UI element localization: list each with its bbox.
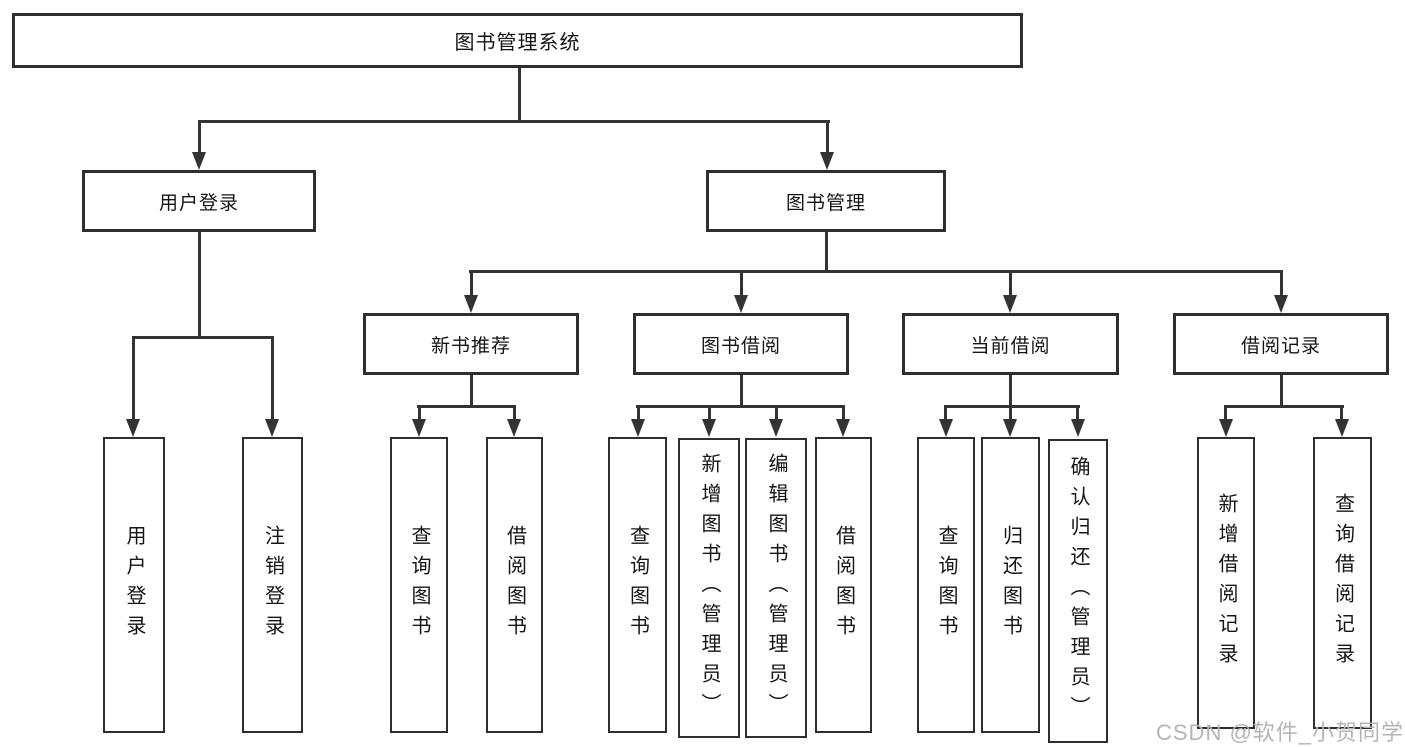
arrowhead <box>1071 419 1085 437</box>
node-current-borrow: 当前借阅 <box>902 313 1119 375</box>
leaf-borrow-borrow-books: 借阅图书 <box>815 437 872 733</box>
arrowhead <box>265 419 279 437</box>
node-user-login: 用户登录 <box>82 170 316 232</box>
connector-line <box>1280 270 1283 297</box>
connector-line <box>513 405 516 421</box>
connector-root-stub <box>518 68 521 122</box>
arrowhead <box>939 419 953 437</box>
arrowhead <box>412 419 426 437</box>
leaf-borrow-borrow-books-label: 借阅图书 <box>832 525 855 645</box>
node-borrow-records-label: 借阅记录 <box>1240 335 1321 357</box>
connector-records-stub <box>1280 375 1283 407</box>
connector-line <box>198 120 201 154</box>
node-library-system-label: 图书管理系统 <box>454 32 581 54</box>
node-new-book-recommend-label: 新书推荐 <box>430 335 511 357</box>
arrowhead <box>702 419 716 437</box>
connector-newrec-stub <box>470 375 473 407</box>
leaf-borrow-edit-books-admin: 编辑图书（管理员） <box>745 438 807 738</box>
arrowhead <box>820 152 834 170</box>
connector-newrec-split <box>417 405 516 408</box>
leaf-records-query-record: 查询借阅记录 <box>1313 437 1372 729</box>
connector-line <box>1224 405 1227 421</box>
connector-line <box>637 405 640 421</box>
connector-root-split <box>198 120 830 123</box>
connector-line <box>1009 270 1012 297</box>
connector-line <box>842 405 845 421</box>
arrowhead <box>192 152 206 170</box>
node-current-borrow-label: 当前借阅 <box>970 335 1051 357</box>
arrowhead <box>464 295 478 313</box>
leaf-current-return-books: 归还图书 <box>981 437 1040 733</box>
node-borrow-records: 借阅记录 <box>1173 313 1389 375</box>
arrowhead <box>769 419 783 437</box>
arrowhead <box>631 419 645 437</box>
leaf-user-login: 用户登录 <box>103 437 165 733</box>
arrowhead <box>507 419 521 437</box>
leaf-newrec-borrow-books-label: 借阅图书 <box>503 525 526 645</box>
arrowhead <box>1003 419 1017 437</box>
connector-line <box>1340 405 1343 421</box>
leaf-newrec-borrow-books: 借阅图书 <box>486 437 543 733</box>
leaf-borrow-query-books: 查询图书 <box>608 437 667 733</box>
arrowhead <box>126 419 140 437</box>
leaf-borrow-query-books-label: 查询图书 <box>626 525 649 645</box>
leaf-records-add-record-label: 新增借阅记录 <box>1215 493 1237 673</box>
leaf-current-confirm-return-admin: 确认归还（管理员） <box>1048 439 1108 743</box>
leaf-borrow-add-books-admin-label: 新增图书（管理员） <box>698 453 720 723</box>
connector-current-split <box>944 405 1080 408</box>
arrowhead <box>1003 295 1017 313</box>
leaf-current-confirm-return-admin-label: 确认归还（管理员） <box>1067 456 1089 726</box>
connector-line <box>944 405 947 421</box>
leaf-borrow-add-books-admin: 新增图书（管理员） <box>678 438 740 738</box>
leaf-logout: 注销登录 <box>242 437 303 733</box>
connector-line <box>271 336 274 421</box>
connector-line <box>418 405 421 421</box>
connector-userlogin-split <box>132 336 274 339</box>
connector-line <box>1076 405 1079 421</box>
leaf-newrec-query-books-label: 查询图书 <box>408 525 430 645</box>
leaf-logout-label: 注销登录 <box>261 525 284 645</box>
node-book-management: 图书管理 <box>706 170 946 232</box>
connector-line <box>826 120 829 154</box>
leaf-user-login-label: 用户登录 <box>123 525 145 645</box>
leaf-current-return-books-label: 归还图书 <box>999 525 1022 645</box>
connector-line <box>708 405 711 421</box>
node-book-borrow-label: 图书借阅 <box>700 335 781 357</box>
arrowhead <box>1219 419 1233 437</box>
leaf-records-add-record: 新增借阅记录 <box>1197 437 1255 729</box>
connector-line <box>470 270 473 297</box>
leaf-records-query-record-label: 查询借阅记录 <box>1331 493 1354 673</box>
node-book-borrow: 图书借阅 <box>633 313 849 375</box>
node-book-management-label: 图书管理 <box>785 192 866 214</box>
arrowhead <box>1335 419 1349 437</box>
leaf-newrec-query-books: 查询图书 <box>390 437 448 733</box>
connector-line <box>775 405 778 421</box>
connector-userlogin-stub <box>198 232 201 338</box>
connector-line <box>1009 405 1012 421</box>
connector-line <box>740 270 743 297</box>
node-user-login-label: 用户登录 <box>158 192 239 214</box>
node-library-system: 图书管理系统 <box>12 13 1023 68</box>
connector-records-split <box>1224 405 1344 408</box>
connector-borrow-split <box>636 405 845 408</box>
node-new-book-recommend: 新书推荐 <box>363 313 579 375</box>
arrowhead <box>734 295 748 313</box>
connector-bookmgmt-split <box>469 270 1283 273</box>
watermark: CSDN @软件_小贺同学 <box>1156 720 1405 745</box>
connector-bookmgmt-stub <box>825 232 828 272</box>
leaf-current-query-books: 查询图书 <box>917 437 975 733</box>
arrowhead <box>836 419 850 437</box>
connector-line <box>132 336 135 421</box>
connector-borrow-stub <box>740 375 743 407</box>
connector-current-stub <box>1009 375 1012 407</box>
arrowhead <box>1274 295 1288 313</box>
leaf-current-query-books-label: 查询图书 <box>935 525 957 645</box>
leaf-borrow-edit-books-admin-label: 编辑图书（管理员） <box>765 453 787 723</box>
